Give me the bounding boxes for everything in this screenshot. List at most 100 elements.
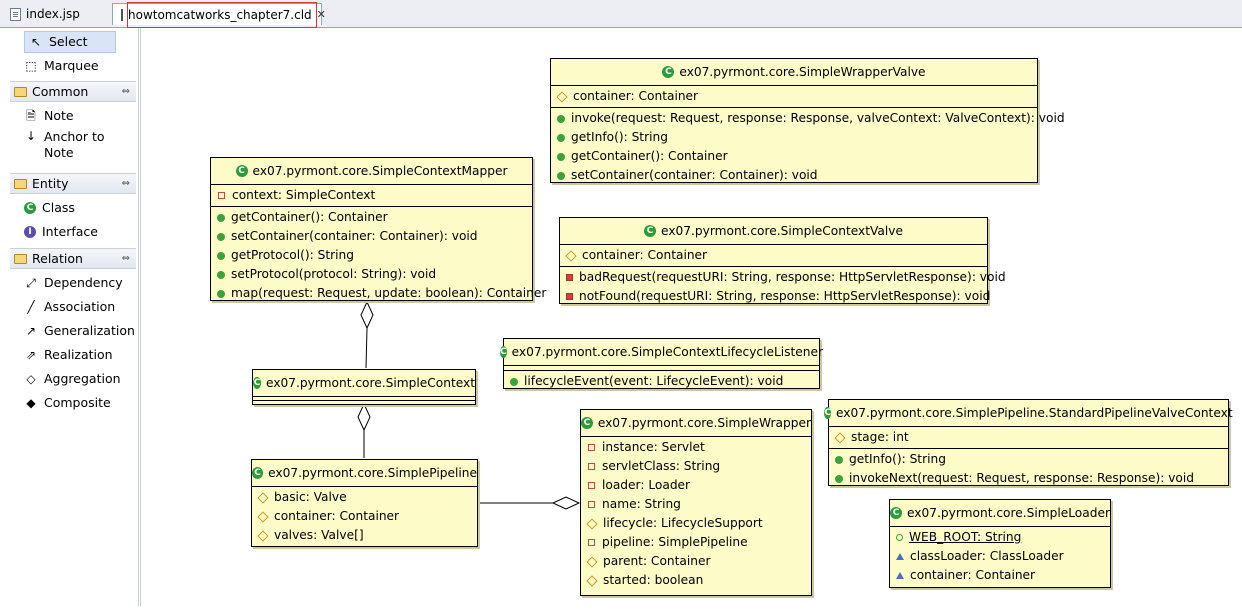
field-row[interactable]: WEB_ROOT: String [890,528,1110,547]
method-row[interactable]: setContainer(container: Container): void [211,227,532,246]
field-text: name: String [602,497,681,511]
public-method-icon [557,171,565,180]
palette-item-composite[interactable]: ◆ Composite [24,392,110,414]
methods-section: lifecycleEvent(event: LifecycleEvent): v… [504,371,819,392]
method-row[interactable]: lifecycleEvent(event: LifecycleEvent): v… [504,372,819,391]
field-row[interactable]: container: Container [551,87,1037,106]
palette-item-generalization[interactable]: ↗ Generalization [24,320,135,342]
method-row[interactable]: getInfo(): String [829,450,1228,469]
field-row[interactable]: loader: Loader [581,476,811,495]
field-row[interactable]: instance: Servlet [581,438,811,457]
palette-item-note[interactable]: 🗎 Note [24,105,73,127]
palette-item-aggregation[interactable]: ◇ Aggregation [24,368,120,390]
generalization-icon: ↗ [25,324,37,338]
dependency-icon: ⤢ [26,276,36,290]
class-name: ex07.pyrmont.core.SimplePipeline.Standar… [835,406,1233,420]
field-row[interactable]: servletClass: String [581,457,811,476]
method-row[interactable]: invoke(request: Request, response: Respo… [551,109,1065,128]
palette-marquee-tool[interactable]: ⬚ Marquee [24,55,98,77]
method-text: invoke(request: Request, response: Respo… [571,111,1065,125]
method-row[interactable]: map(request: Request, update: boolean): … [211,284,546,303]
tab-chapter7-cld[interactable]: howtomcatworks_chapter7.cld ✕ [112,2,326,28]
palette-group-label: Entity [32,176,69,191]
field-row[interactable]: container: Container [890,566,1110,585]
palette-item-association[interactable]: ╱ Association [24,296,115,318]
private-method-icon [566,293,573,300]
fields-section: stage: int [829,427,1228,449]
field-row[interactable]: started: boolean [581,571,811,590]
aggregation-diamond[interactable] [360,300,374,330]
field-row[interactable]: stage: int [829,428,1228,447]
palette-item-dependency[interactable]: ⤢ Dependency [24,272,123,294]
method-row[interactable]: badRequest(requestURI: String, response:… [560,268,1006,287]
method-row[interactable]: invokeNext(request: Request, response: R… [829,469,1228,488]
editor-tab-bar: index.jsp howtomcatworks_chapter7.cld ✕ [0,0,1242,28]
method-row[interactable]: getContainer(): Container [211,208,532,227]
marquee-icon: ⬚ [25,59,37,73]
close-tab-icon[interactable]: ✕ [316,7,326,21]
field-row[interactable]: parent: Container [581,552,811,571]
private-field-icon [588,539,595,546]
class-name: ex07.pyrmont.core.SimplePipeline [268,466,477,480]
method-row[interactable]: getInfo(): String [551,128,1037,147]
palette-group-common[interactable]: Common ⇔ [10,81,136,102]
realization-icon: ⇗ [25,348,37,362]
method-row[interactable]: notFound(requestURI: String, response: H… [560,287,990,306]
collapse-icon[interactable]: ⇔ [121,178,130,189]
palette-item-label: Realization [44,347,113,362]
palette-item-class[interactable]: C Class [24,197,75,219]
field-row[interactable]: container: Container [560,246,987,265]
class-icon: C [252,467,264,479]
palette-select-tool[interactable]: ↖ Select [24,31,116,53]
field-text: WEB_ROOT: String [909,530,1022,544]
field-row[interactable]: context: SimpleContext [211,186,532,205]
field-row[interactable]: name: String [581,495,811,514]
palette-item-realization[interactable]: ⇗ Realization [24,344,113,366]
palette-group-relation[interactable]: Relation ⇔ [10,248,136,269]
class-icon: C [499,346,507,358]
method-row[interactable]: getProtocol(): String [211,246,532,265]
tab-index-jsp[interactable]: index.jsp [2,3,110,25]
method-row[interactable]: setContainer(container: Container): void [551,166,1037,185]
public-method-icon [217,270,225,279]
collapse-icon[interactable]: ⇔ [121,253,130,264]
select-arrow-icon: ↖ [30,35,42,49]
public-method-icon [557,152,565,161]
field-row[interactable]: basic: Valve [252,488,477,507]
field-row[interactable]: pipeline: SimplePipeline [581,533,811,552]
diagram-canvas[interactable] [140,28,1241,606]
palette-item-anchor-to-note[interactable]: ↓ Anchor to Note [24,129,108,165]
class-icon: C [235,165,248,177]
method-row[interactable]: getContainer(): Container [551,147,1037,166]
collapse-icon[interactable]: ⇔ [121,86,130,97]
method-text: getContainer(): Container [231,210,388,224]
public-method-icon [557,114,565,123]
methods-section: getInfo(): String invokeNext(request: Re… [829,449,1228,489]
private-field-icon [588,463,595,470]
aggregation-diamond[interactable] [357,402,371,432]
method-text: invokeNext(request: Request, response: R… [849,471,1195,485]
palette-item-interface[interactable]: I Interface [24,221,98,243]
field-row[interactable]: container: Container [252,507,477,526]
palette-group-entity[interactable]: Entity ⇔ [10,173,136,194]
field-row[interactable]: lifecycle: LifecycleSupport [581,514,811,533]
field-row[interactable]: valves: Valve[] [252,526,477,545]
aggregation-line[interactable] [365,327,368,369]
private-method-icon [566,274,573,281]
aggregation-diamond[interactable] [551,496,581,510]
method-row[interactable]: setProtocol(protocol: String): void [211,265,532,284]
field-row[interactable]: classLoader: ClassLoader [890,547,1110,566]
methods-section: badRequest(requestURI: String, response:… [560,267,1006,307]
